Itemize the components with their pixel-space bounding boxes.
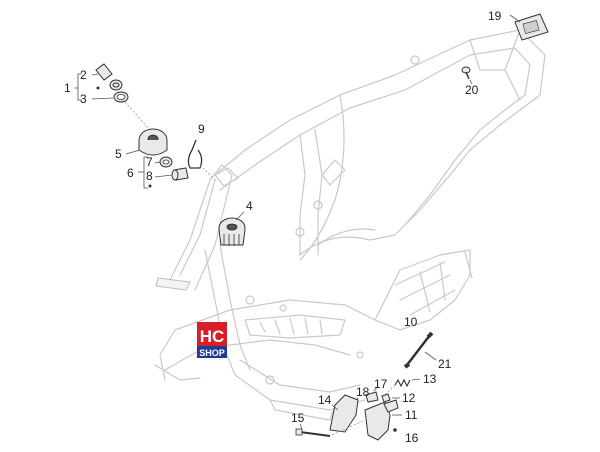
part-16-dot <box>393 428 397 432</box>
callout-8: 8 <box>146 169 153 183</box>
part-12-nut <box>381 393 400 403</box>
part-9-wire-clip <box>187 139 203 169</box>
callout-12: 12 <box>402 391 416 405</box>
callout-3: 3 <box>80 92 87 106</box>
callout-21: 21 <box>438 357 452 371</box>
part-11-stand-switch <box>364 399 402 441</box>
callout-18: 18 <box>356 385 370 399</box>
part-13-spring <box>394 378 421 388</box>
callout-11: 11 <box>405 408 418 422</box>
part-19-bracket-plate <box>509 13 549 41</box>
callout-10: 10 <box>404 315 418 329</box>
callout-labels: 1 2 3 4 5 6 7 8 9 10 11 12 13 14 15 16 1… <box>64 9 502 445</box>
part-5-ignition-switch <box>125 128 168 156</box>
part-4-steering-lock <box>218 211 246 246</box>
hc-shop-logo: HC SHOP <box>197 322 227 358</box>
part-dot-8 <box>148 184 152 188</box>
part-15-long-bolt <box>295 423 331 437</box>
callout-9: 9 <box>198 122 205 136</box>
logo-line1: HC <box>200 327 225 346</box>
part-3-ring <box>91 91 129 103</box>
part-8-cap <box>154 167 189 181</box>
callout-16: 16 <box>405 431 419 445</box>
part-10-rod <box>403 331 434 369</box>
part-14-stand-bracket <box>329 394 359 433</box>
logo-line2: SHOP <box>199 348 225 358</box>
scooter-frame <box>154 29 546 421</box>
part-7-ring <box>154 156 173 168</box>
callout-7: 7 <box>146 155 153 169</box>
callout-2: 2 <box>80 68 87 82</box>
callout-1: 1 <box>64 81 71 95</box>
callout-4: 4 <box>246 199 253 213</box>
callout-5: 5 <box>115 147 122 161</box>
callout-15: 15 <box>291 411 305 425</box>
part-washer <box>109 79 123 91</box>
part-20-screw <box>461 66 473 85</box>
part-17-clip <box>365 385 379 403</box>
callout-17: 17 <box>374 377 388 391</box>
part-2-lock-cylinder <box>91 63 113 81</box>
callout-13: 13 <box>423 372 437 386</box>
callout-6: 6 <box>127 166 134 180</box>
callout-19: 19 <box>488 9 502 23</box>
callout-20: 20 <box>465 83 479 97</box>
callout-14: 14 <box>318 393 332 407</box>
part-dot-small <box>96 86 100 90</box>
